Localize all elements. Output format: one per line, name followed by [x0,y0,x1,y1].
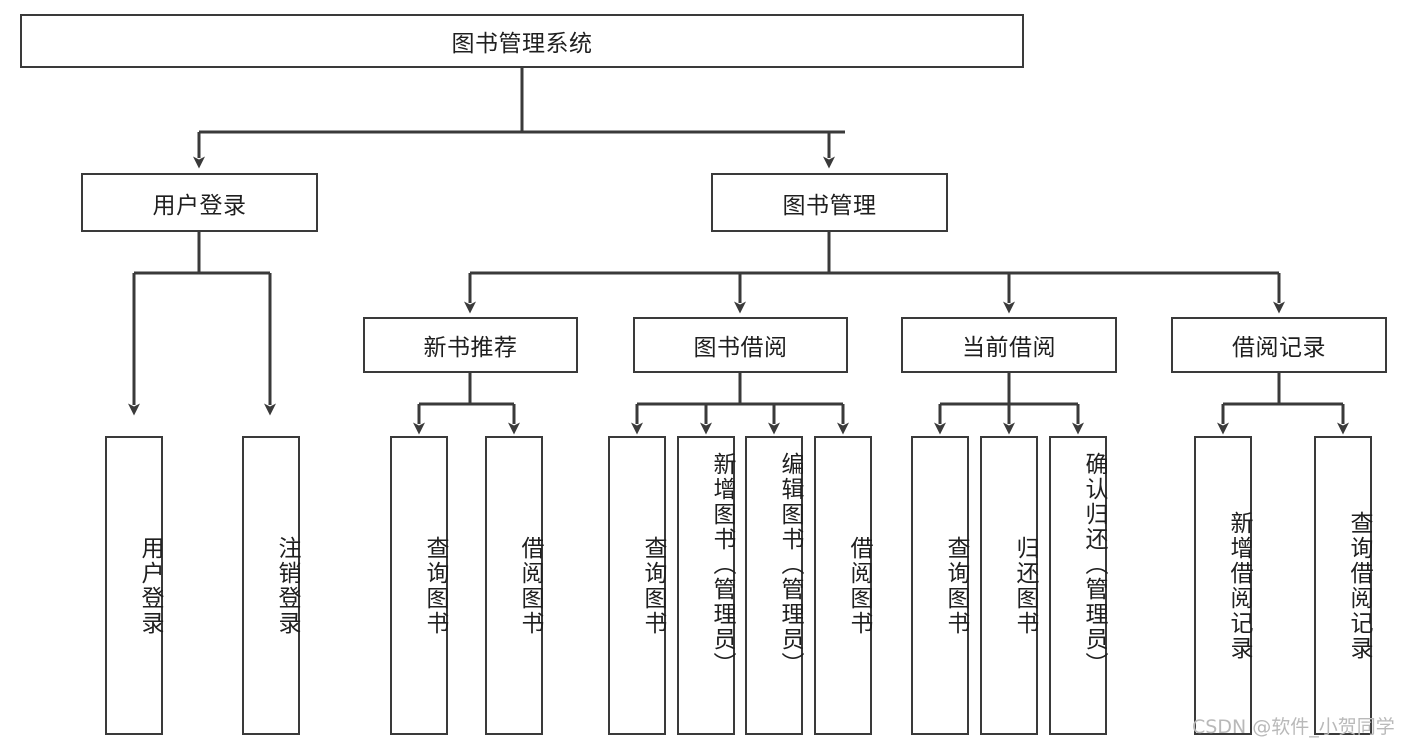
leaf-book-borrow-borrow[interactable]: 借阅图书 [814,436,872,735]
leaf-user-login-login[interactable]: 用户登录 [105,436,163,735]
leaf-current-borrow-query[interactable]: 查询图书 [911,436,969,735]
leaf-borrow-record-query[interactable]: 查询借阅记录 [1314,436,1372,735]
node-new-book-recommend[interactable]: 新书推荐 [363,317,578,373]
node-book-borrow[interactable]: 图书借阅 [633,317,848,373]
leaf-book-borrow-query[interactable]: 查询图书 [608,436,666,735]
leaf-book-borrow-edit[interactable]: 编辑图书（管理员） [745,436,803,735]
leaf-new-book-query[interactable]: 查询图书 [390,436,448,735]
node-current-borrow[interactable]: 当前借阅 [901,317,1117,373]
csdn-watermark: CSDN @软件_小贺同学 [1192,716,1395,738]
leaf-borrow-record-add[interactable]: 新增借阅记录 [1194,436,1252,735]
node-user-login[interactable]: 用户登录 [81,173,318,232]
node-book-management[interactable]: 图书管理 [711,173,948,232]
leaf-book-borrow-add[interactable]: 新增图书（管理员） [677,436,735,735]
leaf-current-borrow-confirm-return[interactable]: 确认归还（管理员） [1049,436,1107,735]
leaf-current-borrow-return[interactable]: 归还图书 [980,436,1038,735]
leaf-user-login-logout[interactable]: 注销登录 [242,436,300,735]
leaf-new-book-borrow[interactable]: 借阅图书 [485,436,543,735]
node-borrow-record[interactable]: 借阅记录 [1171,317,1387,373]
node-root-system[interactable]: 图书管理系统 [20,14,1024,68]
